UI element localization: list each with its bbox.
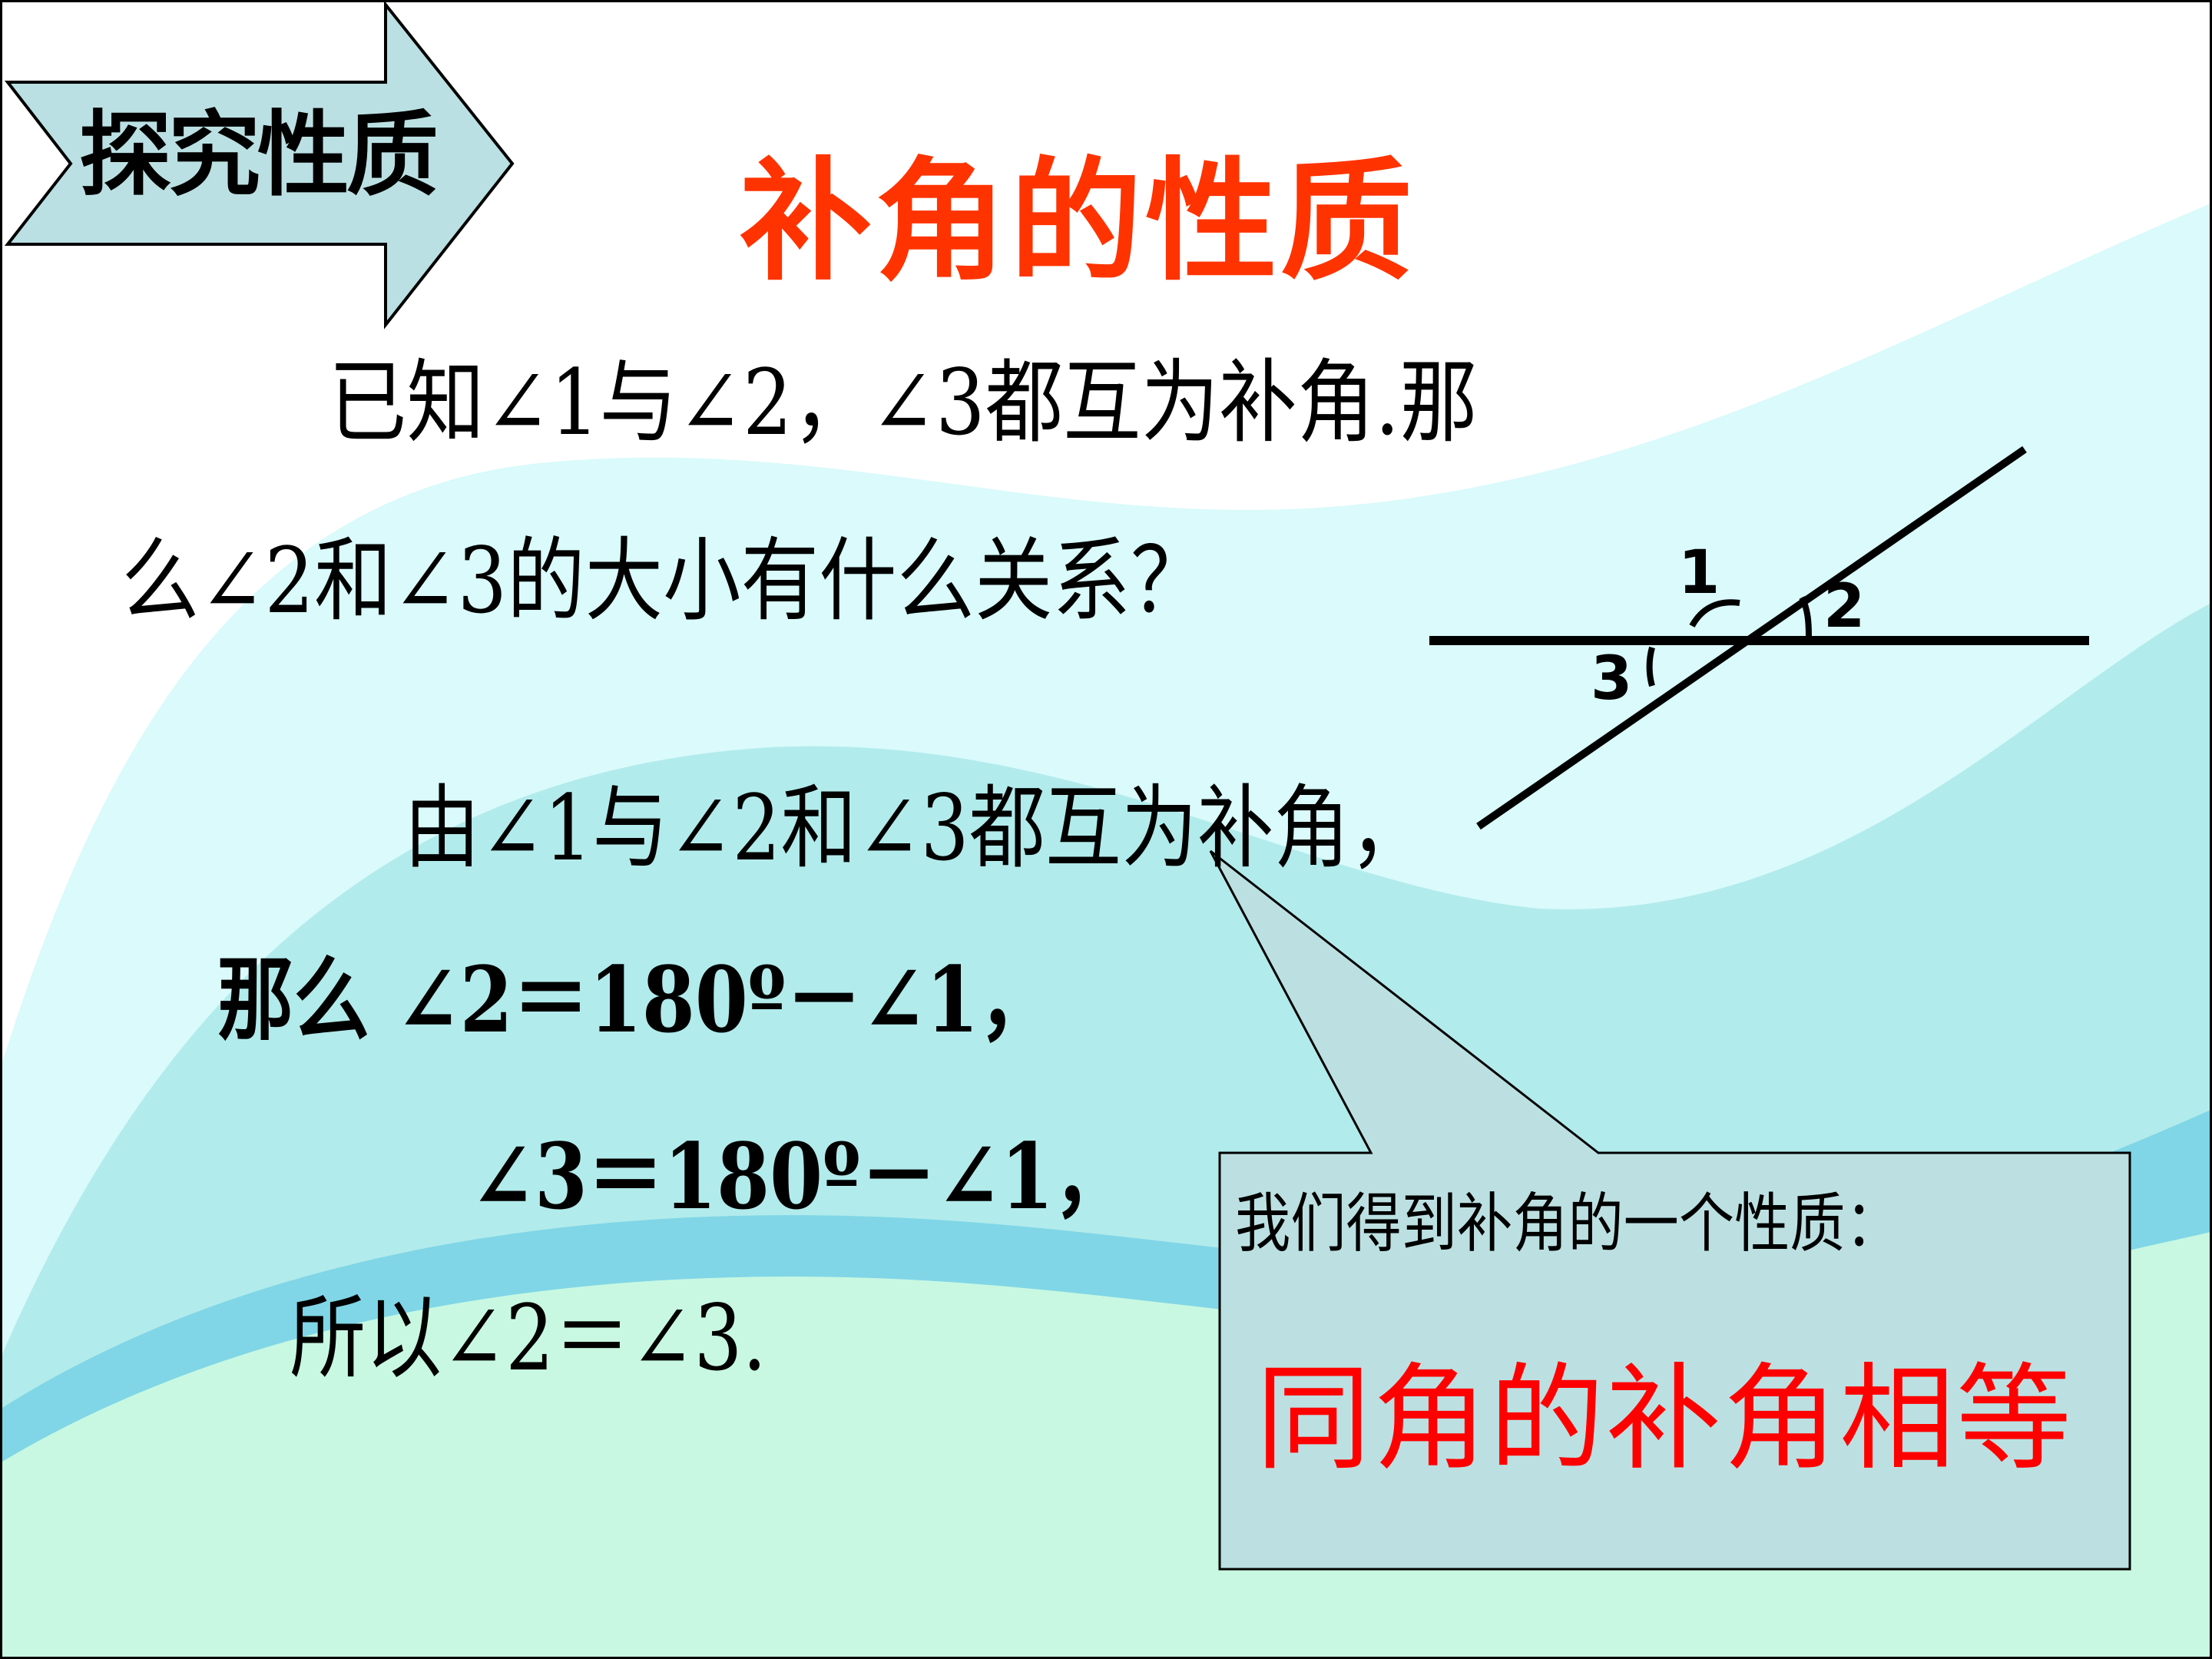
angle-2-label: 2 [1823, 572, 1866, 641]
callout-conclusion: 同角的补角相等 [1256, 1353, 2074, 1486]
page-title: 补角的性质 [740, 144, 1416, 299]
callout-caption: 我们得到补角的一个性质： [1235, 1186, 1901, 1261]
solution-line-2: 那么 ∠2＝180º－∠1， [217, 946, 1055, 1053]
question-line-2: 么∠2和∠3的大小有什么关系？ [121, 528, 1209, 634]
solution-line-4: 所以∠2＝∠3. [290, 1285, 767, 1391]
angle-1-label: 1 [1678, 538, 1720, 608]
badge-label: 探究性质 [79, 102, 439, 209]
solution-line-1: 由∠1与∠2和∠3都互为补角， [404, 775, 1426, 881]
question-line-1: 已知∠1与∠2，∠3都互为补角.那 [329, 349, 1478, 455]
solution-line-3: ∠3＝180º－∠1， [471, 1123, 1130, 1230]
angle-3-label: 3 [1591, 644, 1633, 714]
